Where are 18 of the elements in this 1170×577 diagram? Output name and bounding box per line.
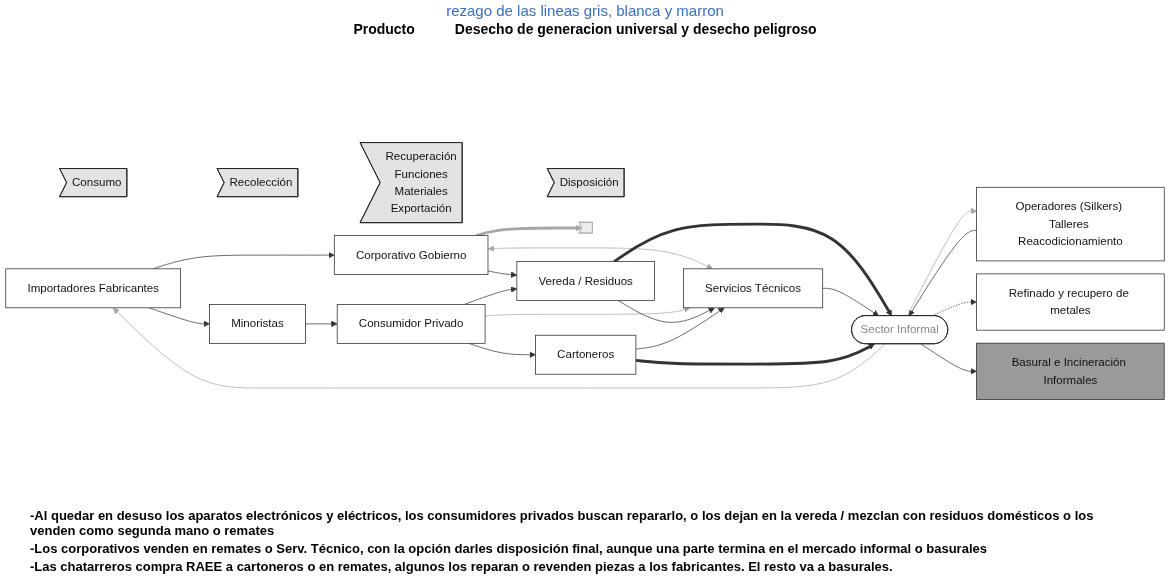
node-box: Corporativo Gobierno (333, 235, 489, 275)
note-text: -Las chatarreros compra RAEE a cartoneros o en remates, algunos los reparan o revenden piezas a los fabricantes. El resto va a basurales. (30, 559, 894, 574)
node-box: Operadores (Silkers) Talleres Reacodicionamiento (976, 186, 1165, 262)
node-box: Servicios Técnicos (683, 268, 824, 309)
phase-label: Desecho de generacion universal y desecho peligroso (454, 21, 817, 37)
title: rezago de las lineas gris, blanca y marron (445, 2, 725, 19)
node-box: Basural e Incineración Informales (976, 342, 1165, 400)
node-box: Importadores Fabricantes (5, 268, 181, 309)
node-box: Cartoneros (535, 334, 637, 375)
note-text: -Los corporativos venden en remates o Serv. Técnico, con la opción darles disposición final, aunque una parte termina en el mercado informal o basurales (30, 541, 988, 556)
node-box: Minoristas (209, 304, 306, 344)
node-box: Consumidor Privado (336, 304, 486, 344)
arrow (635, 343, 875, 366)
phase-label: Producto (353, 21, 415, 37)
note-text: -Al quedar en desuso los aparatos electrónicos y eléctricos, los consumidores privados buscan repararlo, o los dejan en la vereda / mezclan con residuos domésticos o los venden como segunda mano o remates (30, 508, 1095, 538)
node-box: Vereda / Residuos (516, 261, 655, 301)
node-box: Refinado y recupero de metales (976, 273, 1165, 331)
arrow (475, 224, 583, 238)
